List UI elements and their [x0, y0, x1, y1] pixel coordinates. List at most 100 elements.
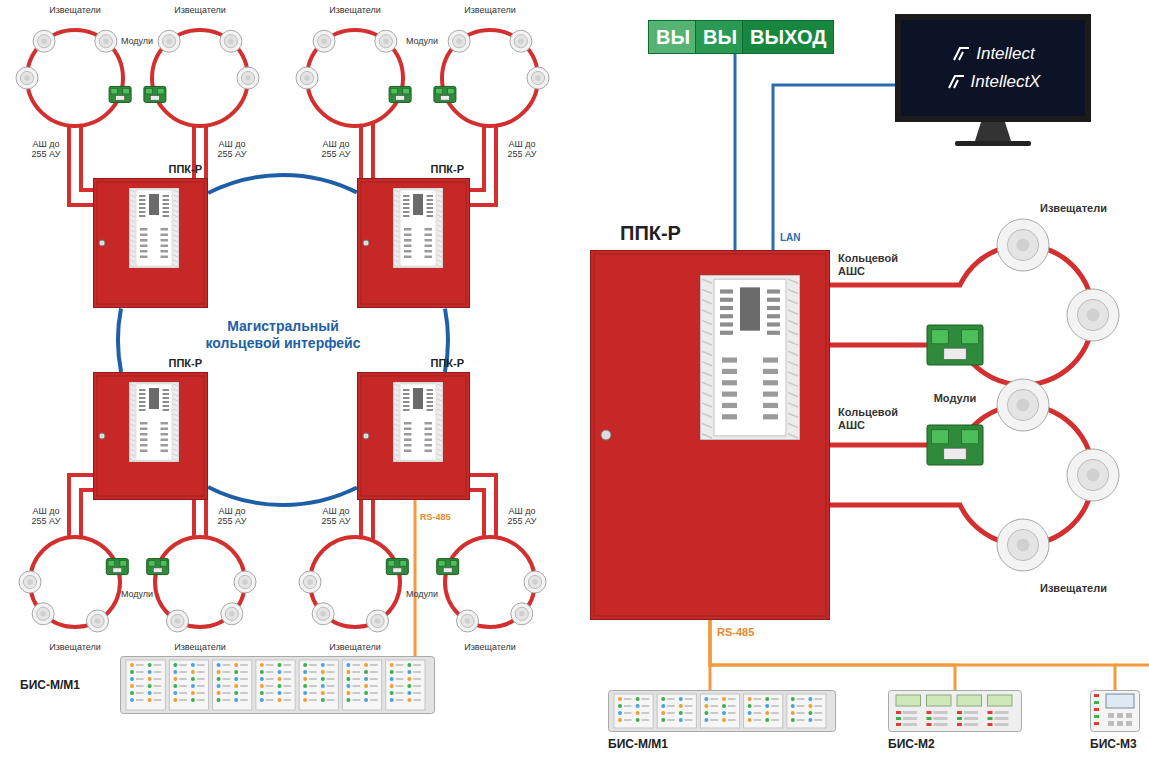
led: [791, 718, 795, 722]
led: [748, 711, 752, 715]
button: [722, 369, 737, 374]
led-label-strip: [667, 705, 675, 707]
indicator: [720, 306, 733, 310]
console-grille: [173, 454, 178, 456]
annotation-label: АШ до 255 АУ: [503, 140, 541, 160]
unit-title: БИС-М/М1: [608, 737, 668, 751]
console-grille: [173, 205, 178, 207]
led: [217, 677, 221, 681]
led: [173, 677, 177, 681]
smoke-detector: [296, 67, 318, 89]
indicator: [163, 215, 170, 217]
led-label-strip: [771, 719, 779, 721]
led: [722, 711, 726, 715]
led-label-strip: [352, 678, 360, 680]
smoke-detector: [997, 219, 1049, 271]
led: [148, 670, 152, 674]
console-grille: [437, 245, 442, 247]
led-label-strip: [136, 699, 144, 701]
console-grille: [173, 414, 178, 416]
console-face: [136, 384, 172, 460]
detector-body: [527, 67, 549, 89]
switch: [443, 568, 452, 572]
led-label-strip: [934, 723, 948, 726]
panel-title: ППК-Р: [430, 163, 464, 175]
console-grille: [173, 449, 178, 451]
module-board: [927, 325, 983, 365]
smoke-detector: [524, 571, 546, 593]
led-label-strip: [710, 719, 718, 721]
led-label-strip: [396, 692, 404, 694]
button: [161, 439, 169, 442]
console-grille: [130, 225, 135, 227]
indicator: [403, 409, 410, 411]
panel-body: [94, 179, 208, 308]
console-grille: [788, 382, 798, 386]
button: [425, 250, 433, 253]
loop-feed-wire: [371, 122, 375, 178]
loop-wire: [310, 537, 400, 627]
led: [407, 670, 411, 674]
led-label-strip: [728, 719, 736, 721]
unit-title: БИС-М2: [888, 737, 935, 751]
button: [404, 234, 412, 237]
annotation-label: Извещатели: [464, 5, 516, 15]
led: [191, 698, 195, 702]
led-label-strip: [197, 678, 205, 680]
console-face: [136, 190, 172, 266]
led: [303, 691, 307, 695]
led: [260, 698, 264, 702]
led: [346, 691, 350, 695]
led-label-strip: [240, 685, 248, 687]
control-console: [393, 382, 443, 462]
led-label-strip: [964, 723, 978, 726]
led-label-strip: [814, 719, 822, 721]
led-label-strip: [814, 712, 822, 714]
console-grille: [130, 399, 135, 401]
console-grille: [394, 245, 399, 247]
indicator: [767, 314, 780, 318]
annotation-label: Извещатели: [1040, 582, 1107, 594]
console-face: [400, 190, 436, 266]
console-grille: [437, 250, 442, 252]
button: [722, 414, 737, 419]
indicator: [427, 215, 434, 217]
console-grille: [788, 331, 798, 335]
smoke-detector: [167, 610, 189, 632]
button: [404, 444, 412, 447]
console-grille: [394, 205, 399, 207]
led-label-strip: [624, 719, 632, 721]
led: [390, 698, 394, 702]
module-board: [927, 425, 983, 465]
led-label-strip: [771, 712, 779, 714]
led: [148, 663, 152, 667]
button: [161, 444, 169, 447]
button: [140, 422, 148, 425]
panel-module: [126, 660, 165, 710]
detector-body: [448, 30, 470, 52]
exit-sign-text: ВЫХОД: [742, 20, 834, 54]
led: [173, 670, 177, 674]
led-label-strip: [396, 678, 404, 680]
detector-center: [518, 38, 524, 44]
led-label-strip: [136, 685, 144, 687]
led-label-strip: [370, 664, 378, 666]
intellect-logo: [946, 73, 966, 91]
led: [618, 718, 622, 722]
led: [234, 691, 238, 695]
led-label-strip: [903, 711, 917, 714]
led-label-strip: [352, 692, 360, 694]
detector-center: [229, 611, 235, 617]
terminal-block: [111, 88, 118, 94]
indicator-unit: БИС-М3: [1090, 690, 1140, 732]
button: [161, 428, 169, 431]
detector-cap: [91, 614, 104, 627]
detector-center: [532, 579, 538, 585]
button: [763, 358, 778, 363]
console-grille: [173, 200, 178, 202]
led: [722, 718, 726, 722]
led: [321, 663, 325, 667]
module-board: [389, 86, 411, 102]
detector-cap: [37, 607, 50, 620]
button: [425, 245, 433, 248]
